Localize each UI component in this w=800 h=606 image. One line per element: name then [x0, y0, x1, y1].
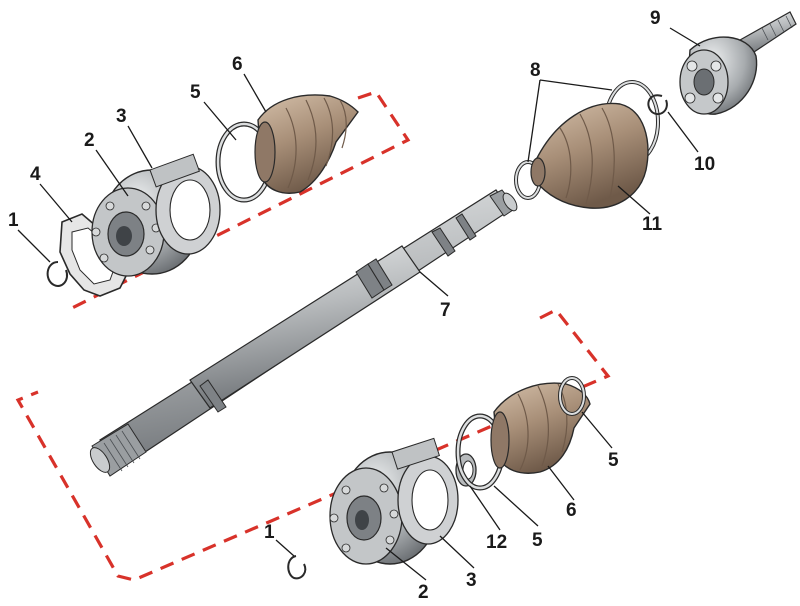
joint-cage-bottom [391, 437, 459, 545]
callout-3-bottom: 3 [466, 570, 477, 591]
outer-boot [530, 102, 649, 209]
callout-1-bottom: 1 [264, 522, 275, 543]
callout-2-bottom: 2 [418, 582, 429, 603]
callout-5-bottom-mid: 5 [532, 530, 543, 551]
retaining-ring-bottom [287, 555, 307, 580]
retaining-ring-top [46, 261, 68, 287]
callout-10: 10 [694, 154, 715, 175]
callout-5-top: 5 [190, 82, 201, 103]
callout-2-top: 2 [84, 130, 95, 151]
callout-8: 8 [530, 60, 541, 81]
callout-6-bottom: 6 [566, 500, 577, 521]
callout-7: 7 [440, 300, 451, 321]
callout-12: 12 [486, 532, 507, 553]
drive-shaft [89, 189, 518, 477]
joint-cage-top [149, 153, 221, 255]
boot-clamp-bottom-small [558, 376, 586, 416]
callout-6-top: 6 [232, 54, 243, 75]
retaining-ring-outer [647, 94, 668, 116]
shaft-groove [199, 213, 477, 413]
boot-top [254, 94, 359, 194]
dashed-frame-bottom [15, 307, 611, 582]
callout-1-top: 1 [8, 210, 19, 231]
callout-3-top: 3 [116, 106, 127, 127]
callout-4: 4 [30, 164, 41, 185]
shaft-spline-outer [489, 189, 518, 217]
callout-11: 11 [642, 214, 663, 235]
shaft-spline-inner [89, 423, 147, 477]
callout-5-bottom-right: 5 [608, 450, 619, 471]
dashed-frame-top [71, 90, 411, 310]
boot-bottom [490, 382, 591, 474]
callout-9: 9 [650, 8, 661, 29]
callout-labels: 1 4 2 3 5 6 7 8 9 10 11 1 2 3 12 5 6 5 [8, 8, 715, 603]
outer-cv-joint [679, 11, 797, 115]
leader-lines [17, 27, 701, 581]
